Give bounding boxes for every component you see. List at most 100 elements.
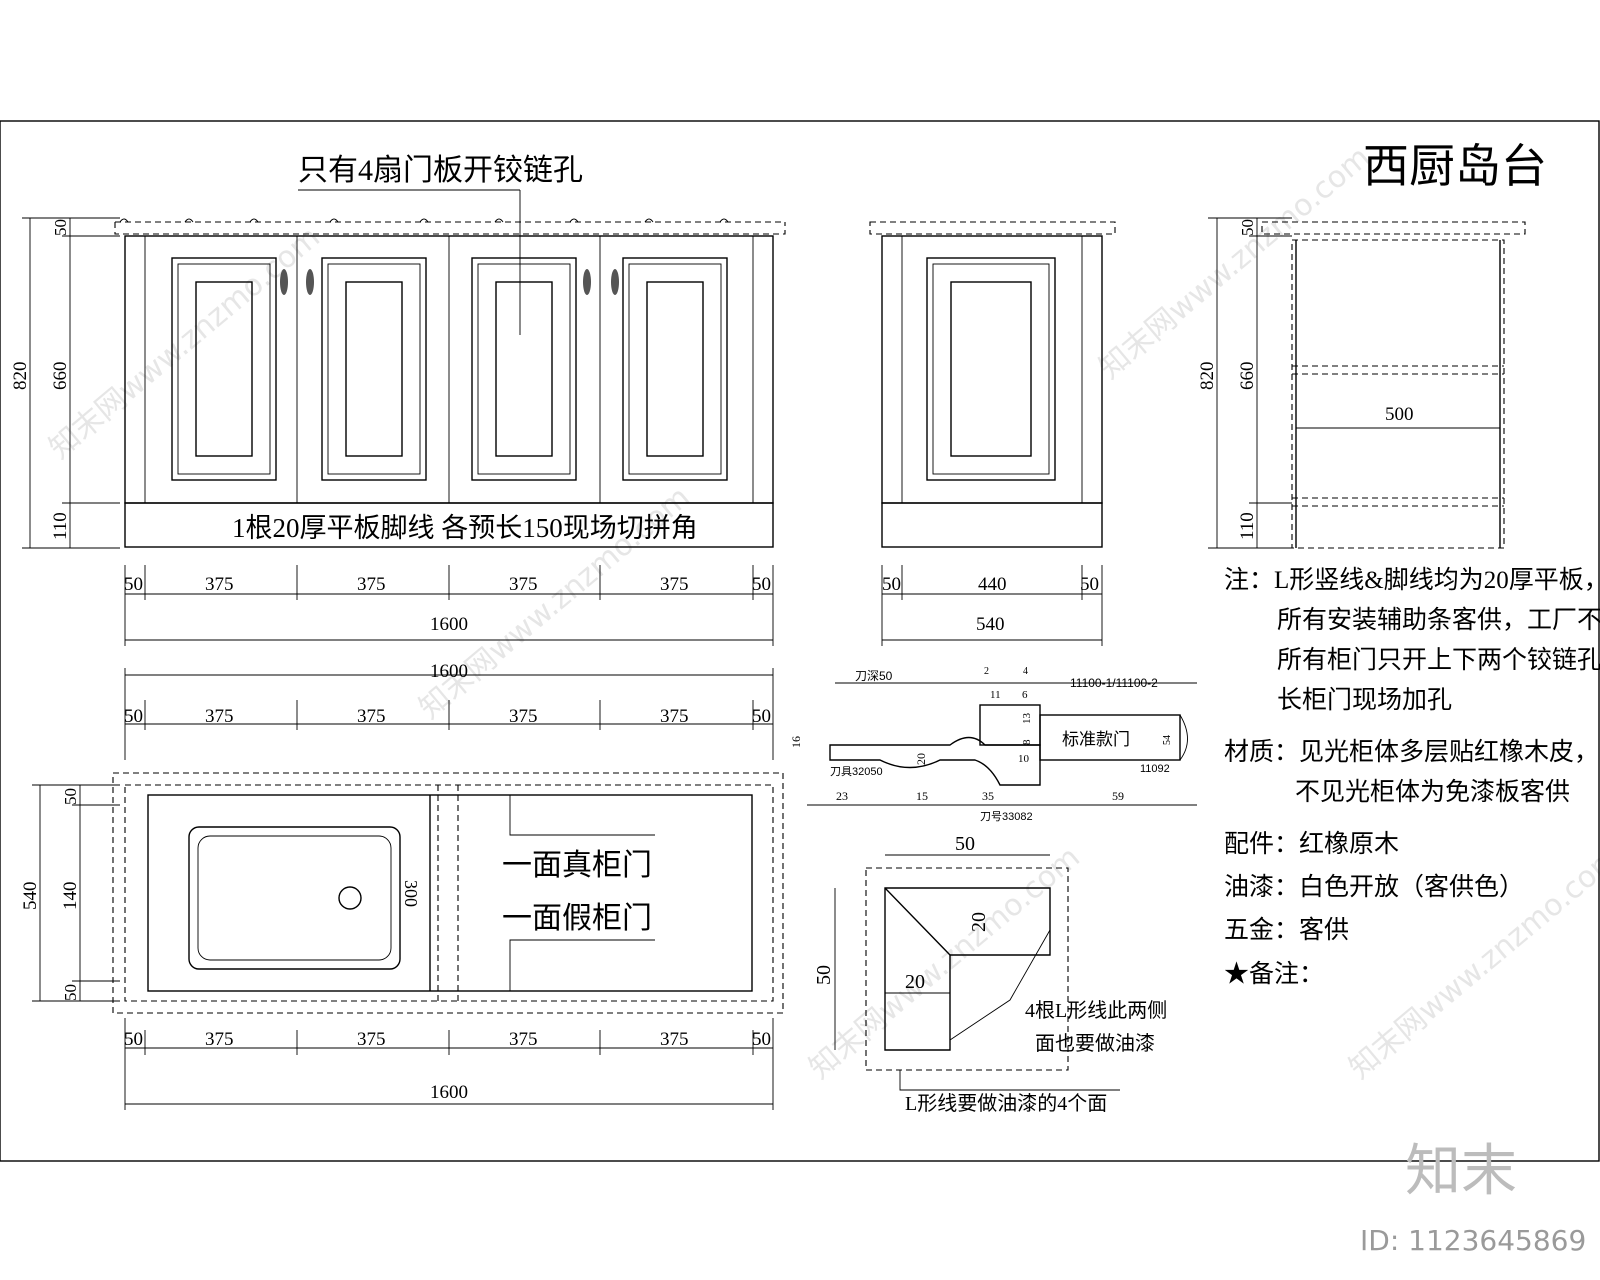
skirting-note: 1根20厚平板脚线 各预长150现场切拼角 — [232, 513, 698, 543]
door-note-leader — [509, 795, 655, 836]
dim-2: 2 — [984, 666, 989, 677]
dim-depth: 500 — [1385, 404, 1414, 425]
note-line: ★备注： — [1224, 960, 1324, 988]
door-note-fake: 一面假柜门 — [502, 902, 652, 935]
plan-inner — [147, 794, 753, 992]
side-skirting — [881, 502, 1103, 548]
dim-8: 8 — [1021, 739, 1033, 745]
door-panel — [321, 257, 427, 481]
door-panel — [171, 257, 277, 481]
watermark-text: 知末网www.znzmo.com — [43, 220, 327, 466]
side-countertop — [869, 221, 1116, 235]
dim-plan-bottom-total: 1600 — [430, 1082, 468, 1103]
dim-height-total: 820 — [10, 362, 31, 391]
plan-cabinet — [124, 784, 774, 1002]
code-b-label: 11092 — [1140, 763, 1170, 775]
door-raised-panel — [646, 281, 704, 457]
sheet-frame — [0, 120, 1600, 1162]
dim-plan-depth-bot: 50 — [61, 984, 80, 1001]
dim-door-1: 375 — [205, 574, 234, 595]
dim-height-top: 50 — [51, 219, 70, 236]
dim-15: 15 — [916, 789, 928, 803]
blade-depth-label: 刀深50 — [855, 669, 893, 683]
dim-door-4: 375 — [660, 574, 689, 595]
l-shape-frame — [865, 867, 1069, 1071]
plan-countertop — [112, 772, 784, 1014]
miter-line — [884, 887, 951, 956]
l-note-c: L形线要做油漆的4个面 — [905, 1092, 1107, 1115]
dim-16: 16 — [789, 736, 803, 748]
dim-height-base: 110 — [50, 512, 71, 540]
watermark-text: 知末网www.znzmo.com — [1093, 140, 1377, 386]
l-note-leader — [899, 1070, 1120, 1091]
dim-13: 13 — [1021, 713, 1033, 725]
drain-icon — [338, 886, 362, 910]
note-line: 油漆：白色开放（客供色） — [1224, 873, 1524, 901]
dim-ticks — [124, 668, 774, 760]
door-panels — [171, 236, 728, 503]
door-edge-curve — [1179, 714, 1188, 761]
dim-plan-bottom: 375 — [660, 1029, 689, 1050]
dim-plan-top: 375 — [205, 706, 234, 727]
note-line: 配件：红橡原木 — [1224, 830, 1399, 858]
dim-54: 54 — [1162, 735, 1173, 745]
countertop-outline — [114, 221, 786, 235]
dim-20: 20 — [914, 753, 928, 765]
l-note-leader — [949, 929, 1051, 1041]
dim-plan-bottom: 50 — [752, 1029, 771, 1050]
dim-height-body: 660 — [1237, 362, 1258, 391]
dim-side-left: 50 — [124, 574, 143, 595]
dim-ticks — [124, 565, 774, 646]
dim-plan-bottom: 375 — [509, 1029, 538, 1050]
dim-10: 10 — [1018, 753, 1030, 765]
dim-23: 23 — [836, 789, 848, 803]
door-raised-panel — [950, 281, 1032, 457]
std-door-label: 标准款门 — [1062, 730, 1130, 749]
dim-height-total: 820 — [1197, 362, 1218, 391]
note-line: 不见光柜体为免漆板客供 — [1295, 778, 1570, 806]
door-frame — [327, 263, 421, 475]
note-line: 材质：见光柜体多层贴红橡木皮， — [1224, 738, 1599, 766]
dim-plan-depth-top: 50 — [61, 788, 80, 805]
plan-view: 1600 50 375 375 375 375 50 300 一面真柜门 一面假… — [20, 661, 784, 1110]
dim-plan-top: 375 — [509, 706, 538, 727]
sink-outline — [188, 826, 401, 970]
dim-plan-top: 50 — [752, 706, 771, 727]
profile-rect — [979, 704, 1041, 746]
dim-door-2: 375 — [357, 574, 386, 595]
dim-plan-bottom: 50 — [124, 1029, 143, 1050]
dim-plan-depth: 540 — [20, 882, 41, 911]
note-line: 注：L形竖线&脚线均为20厚平板， — [1224, 566, 1600, 594]
code-a-label: 11100-1/11100-2 — [1070, 676, 1158, 690]
dim-side-door: 440 — [978, 574, 1007, 595]
sink-basin — [197, 835, 392, 961]
dim-side-right: 50 — [1080, 574, 1099, 595]
door-handle-icon — [611, 269, 619, 295]
door-panel — [471, 257, 577, 481]
blade-b-label: 刀号33082 — [980, 810, 1033, 823]
dim-plan-top: 50 — [124, 706, 143, 727]
door-handle-icon — [280, 269, 288, 295]
side-elevation: 50 440 50 540 — [869, 221, 1116, 646]
moulding-ornament — [119, 218, 729, 223]
door-frame — [628, 263, 722, 475]
l-note-b: 面也要做油漆 — [1035, 1032, 1155, 1055]
door-handle-icon — [583, 269, 591, 295]
door-frame — [477, 263, 571, 475]
dim-side-left: 50 — [882, 574, 901, 595]
dim-l-height: 50 — [813, 965, 835, 985]
side-door-panel — [926, 257, 1056, 481]
door-handle-icon — [306, 269, 314, 295]
door-frame — [177, 263, 271, 475]
dim-ticks — [881, 565, 1103, 646]
note-line: 所有柜门只开上下两个铰链孔， — [1277, 646, 1600, 674]
dim-l-width: 50 — [955, 833, 975, 855]
brand-logo: 知末 — [1405, 1139, 1517, 1204]
side-body — [881, 235, 1103, 504]
dim-height-body: 660 — [50, 362, 71, 391]
dim-plan-top: 375 — [660, 706, 689, 727]
moulding-profile-shape — [829, 736, 1041, 786]
dim-door-3: 375 — [509, 574, 538, 595]
section-view: 500 820 50 660 110 — [1197, 217, 1526, 549]
